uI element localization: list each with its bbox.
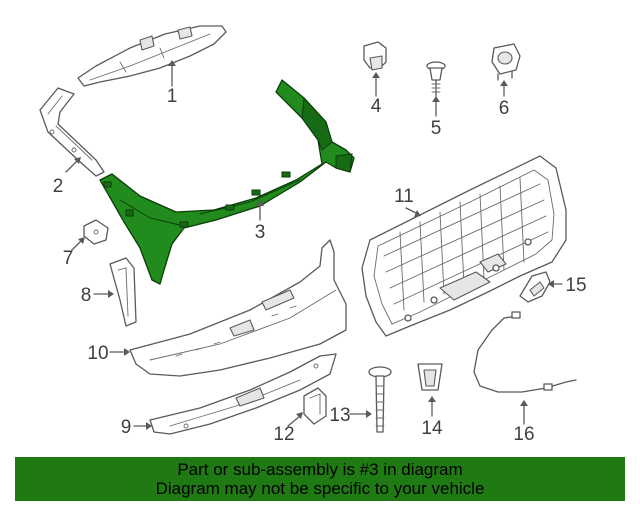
callout-numbers: 1 2 3 4 5 6 11 7 8 15 10 9 12 13 14 16: [53, 86, 587, 445]
part-14-clip-nut[interactable]: [417, 363, 443, 391]
part-12-retainer-clip[interactable]: [303, 387, 327, 425]
callout-9: 9: [121, 417, 132, 438]
leader-lines: [65, 60, 563, 430]
info-banner: Part or sub-assembly is #3 in diagram Di…: [15, 457, 625, 501]
part-10-scuff-plate[interactable]: [129, 239, 347, 377]
part-5-screw[interactable]: [426, 61, 446, 97]
callout-6: 6: [499, 98, 510, 119]
callout-14: 14: [421, 418, 443, 439]
callout-3: 3: [255, 222, 266, 243]
part-6-socket[interactable]: [491, 43, 521, 81]
callout-11: 11: [394, 186, 414, 207]
banner-line-disclaimer: Diagram may not be specific to your vehi…: [155, 479, 485, 498]
part-2-side-bracket[interactable]: [39, 87, 105, 177]
callout-16: 16: [513, 424, 534, 445]
callout-5: 5: [431, 118, 442, 139]
callout-15: 15: [565, 275, 586, 296]
banner-line-part-number: Part or sub-assembly is #3 in diagram: [177, 460, 463, 479]
parts-diagram: 1 2 3 4 5 6 11 7 8 15 10 9 12 13 14 16: [39, 25, 587, 445]
callout-4: 4: [371, 96, 382, 117]
part-11-liftgate-panel[interactable]: [361, 155, 567, 337]
part-15-bumper[interactable]: [519, 271, 551, 303]
part-8-pillar-trim[interactable]: [109, 257, 137, 327]
part-9-sill-trim[interactable]: [149, 353, 337, 435]
callout-8: 8: [81, 285, 92, 306]
part-4-clip[interactable]: [363, 41, 387, 71]
callout-12: 12: [273, 424, 294, 445]
part-16-cable[interactable]: [473, 311, 577, 393]
callout-1: 1: [167, 86, 178, 107]
part-13-bolt[interactable]: [368, 366, 392, 433]
part-1-upper-panel[interactable]: [77, 25, 227, 87]
callout-10: 10: [87, 343, 108, 364]
callout-2: 2: [53, 176, 64, 197]
callout-13: 13: [329, 405, 350, 426]
part-3-liftgate-trim-highlighted[interactable]: [99, 79, 355, 285]
part-7-block[interactable]: [83, 219, 109, 245]
callout-7: 7: [63, 248, 74, 269]
